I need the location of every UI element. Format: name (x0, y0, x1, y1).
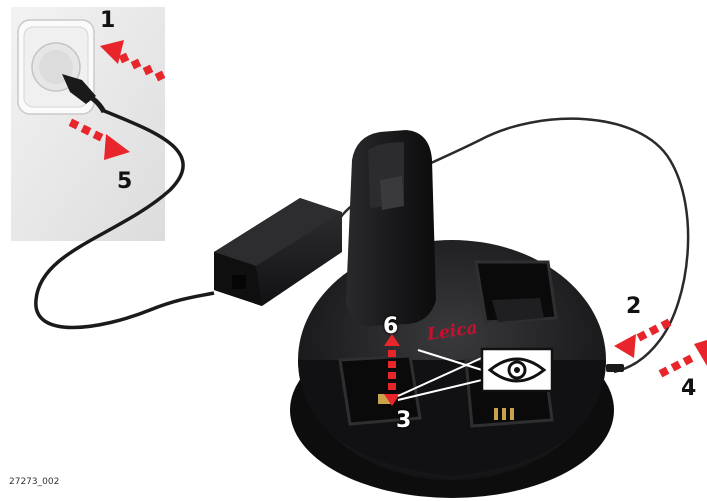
step-label-1: 1 (100, 10, 115, 32)
step-label-5: 5 (117, 171, 132, 193)
step-label-4: 4 (681, 378, 696, 400)
figure-id: 27273_002 (9, 477, 59, 487)
step-label-2: 2 (626, 296, 641, 318)
eye-icon (482, 349, 552, 391)
step-label-6: 6 (383, 316, 398, 338)
battery-icon (346, 130, 436, 326)
step-label-3: 3 (396, 410, 411, 432)
arrow-connect-dc (614, 319, 671, 358)
arrow-disconnect-dc (659, 340, 707, 377)
power-adapter-icon (214, 198, 342, 306)
